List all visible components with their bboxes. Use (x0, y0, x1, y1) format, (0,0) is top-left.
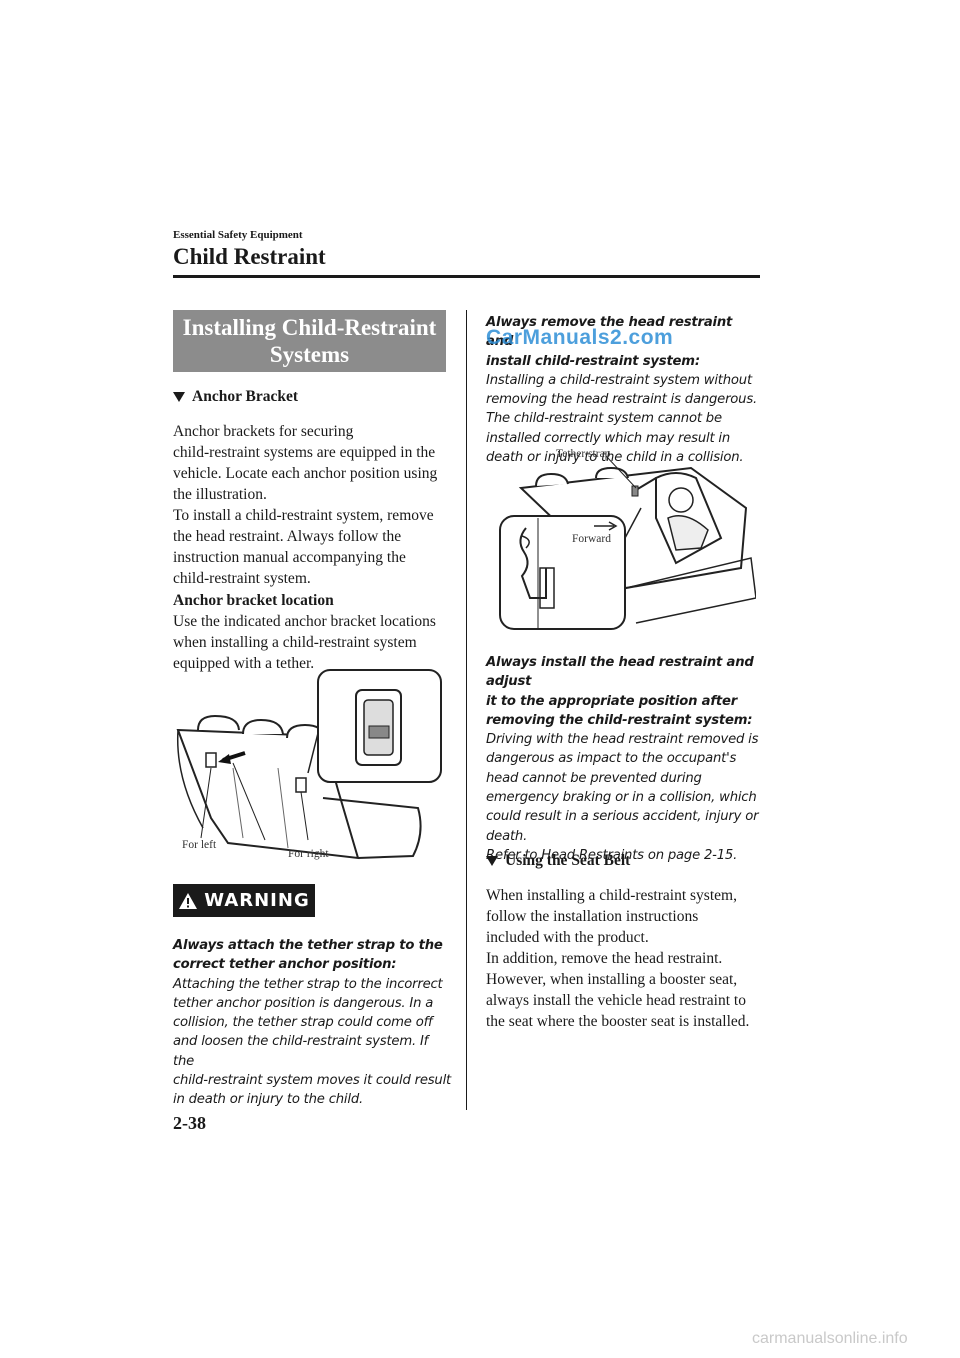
warning-text: Always attach the tether strap to the co… (173, 938, 452, 1108)
anchor-bracket-illustration (176, 669, 442, 860)
title-rule (173, 275, 760, 278)
label-for-left: For left (182, 839, 217, 851)
watermark: CarManuals2.com (486, 326, 674, 349)
anchor-bracket-paragraph: Anchor brackets for securing child-restr… (173, 423, 438, 587)
label-forward: Forward (572, 533, 611, 545)
anchor-bracket-heading: Anchor Bracket (173, 388, 298, 406)
label-for-right: For right (288, 848, 329, 860)
anchor-location-block: Anchor bracket location Use the indicate… (173, 590, 453, 674)
warning-badge: WARNING (173, 884, 315, 917)
triangle-bullet-icon (486, 856, 498, 866)
section-title-line2: Systems (269, 342, 350, 367)
tether-strap-illustration (499, 455, 756, 630)
section-title-line1: Installing Child-Restraint (182, 315, 437, 340)
page-number: 2-38 (173, 1113, 206, 1133)
section-label: Essential Safety Equipment (173, 229, 303, 241)
head-restraint-removal-warning: Always remove the head restraint and ins… (486, 315, 757, 466)
label-tether-strap: Tether strap (556, 448, 611, 460)
footer-watermark: carmanualsonline.info (752, 1330, 908, 1347)
head-restraint-install-warning: Always install the head restraint and ad… (486, 655, 759, 863)
page-title: Child Restraint (173, 244, 326, 269)
column-divider (466, 310, 467, 1110)
warning-triangle-icon (179, 892, 198, 909)
seat-belt-heading: Using the Seat Belt (486, 852, 630, 870)
seat-belt-paragraph: When installing a child-restraint system… (486, 887, 750, 1030)
section-title-box: Installing Child-Restraint Systems (173, 310, 446, 372)
triangle-bullet-icon (173, 392, 185, 402)
anchor-location-heading: Anchor bracket location (173, 592, 334, 609)
